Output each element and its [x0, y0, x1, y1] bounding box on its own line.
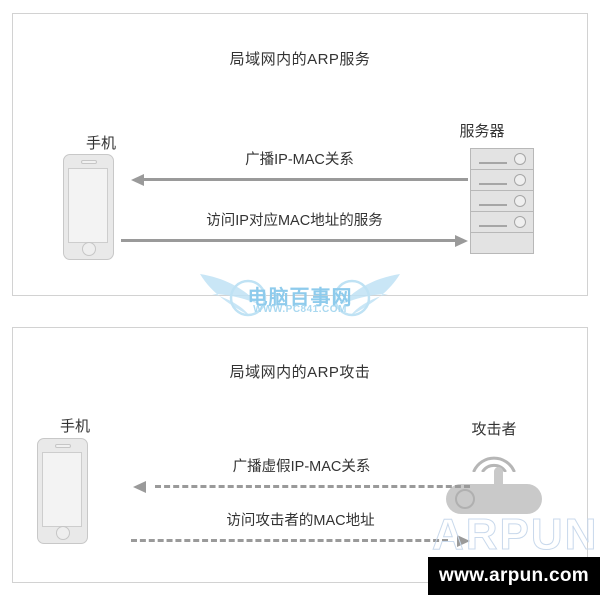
server-bay: [471, 212, 533, 233]
phone-icon: [37, 438, 88, 544]
server-bay: [471, 170, 533, 191]
node-label-server: 服务器: [459, 123, 505, 140]
server-led-icon: [514, 216, 526, 228]
server-bay: [471, 191, 533, 212]
phone-home-button-icon: [55, 526, 70, 540]
server-bay-line: [479, 204, 507, 206]
server-rack-icon: [470, 148, 534, 254]
server-base: [471, 233, 533, 253]
phone-home-button-icon: [81, 242, 96, 256]
server-led-icon: [514, 195, 526, 207]
panel-arp-attack: 局域网内的ARP攻击 手机 攻击者 广播虚假IP-MAC关系 访问攻击者的MAC…: [12, 327, 588, 583]
banner-arpun-text: www.arpun.com: [439, 565, 589, 586]
arrow-label-access-service: 访问IP对应MAC地址的服务: [206, 213, 383, 229]
watermark-url: WWW.PC841.COM: [253, 304, 347, 315]
arrow-head-left-icon: [131, 174, 144, 186]
arrow-label-broadcast-fake-ip-mac: 广播虚假IP-MAC关系: [232, 459, 371, 475]
arrow-line: [121, 239, 456, 242]
arrow-line-dashed: [155, 485, 470, 488]
banner-arpun: www.arpun.com: [428, 557, 600, 595]
wifi-signal-icon: [472, 456, 516, 472]
server-led-icon: [514, 174, 526, 186]
server-bay-line: [479, 183, 507, 185]
server-bay-line: [479, 225, 507, 227]
arrow-label-access-attacker-mac: 访问攻击者的MAC地址: [226, 513, 375, 529]
arrow-line: [143, 178, 468, 181]
server-bay-line: [479, 162, 507, 164]
arrow-head-right-icon: [457, 535, 470, 547]
node-label-phone-service: 手机: [85, 135, 116, 152]
arrow-head-left-icon: [133, 481, 146, 493]
panel-title-arp-attack: 局域网内的ARP攻击: [229, 364, 371, 381]
phone-speaker-icon: [80, 160, 97, 164]
server-led-icon: [514, 153, 526, 165]
phone-icon: [63, 154, 114, 260]
arrow-line-dashed: [131, 539, 448, 542]
arrow-head-right-icon: [455, 235, 468, 247]
router-icon: [446, 440, 542, 518]
server-bay: [471, 149, 533, 170]
router-antenna-icon: [494, 467, 503, 492]
phone-screen: [42, 452, 82, 527]
arrow-label-broadcast-ip-mac: 广播IP-MAC关系: [245, 152, 354, 168]
node-label-attacker: 攻击者: [471, 421, 517, 438]
phone-screen: [68, 168, 108, 243]
panel-arp-service: 局域网内的ARP服务 手机 服务器 广播IP-MAC关系 访问IP对应MAC地址…: [12, 13, 588, 296]
router-led-icon: [455, 489, 475, 509]
panel-title-arp-service: 局域网内的ARP服务: [229, 51, 371, 68]
node-label-phone-attack: 手机: [59, 418, 90, 435]
phone-speaker-icon: [54, 444, 71, 448]
